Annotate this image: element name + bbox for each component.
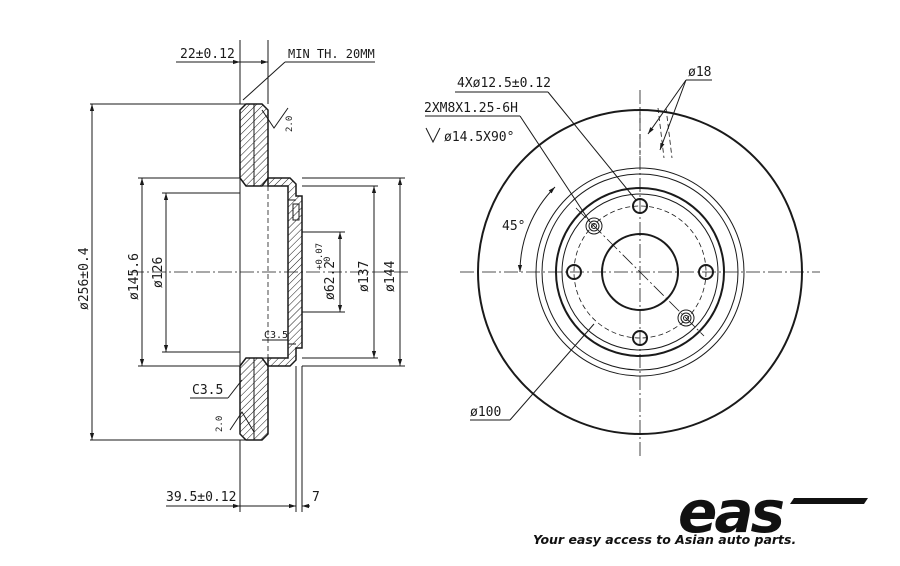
slot-width-label: ø18 [688, 65, 711, 80]
threads-label: 2XM8X1.25-6H [424, 101, 518, 116]
chamfer-inner-label: C3.5 [264, 330, 288, 341]
thread-hole-1 [585, 217, 603, 235]
countersink-symbol [425, 127, 441, 144]
d62-tol-lower: 0 [323, 257, 333, 262]
d144-label: ø144 [383, 261, 398, 292]
side-section-view [89, 40, 410, 512]
angle-arc [517, 186, 556, 273]
surface-mark-top [261, 107, 289, 129]
angle-label: 45° [502, 219, 525, 234]
outer-dia-label: ø256±0.4 [77, 247, 92, 310]
hat-thick-label: 7 [312, 490, 320, 505]
bolt-hole-top [632, 198, 648, 214]
surface-mark-bottom [229, 411, 255, 433]
min-thickness-label: MIN TH. 20MM [288, 47, 375, 61]
d145-label: ø145.6 [127, 253, 142, 300]
center-bore [601, 233, 679, 311]
d137-label: ø137 [357, 261, 372, 292]
chamfer-outer-label: C3.5 [192, 383, 223, 398]
bolt-hole-section [292, 203, 300, 221]
bolt-hole-left [566, 264, 582, 280]
surface-top-label: 2.0 [285, 116, 295, 132]
d62-tol-upper: +0.07 [315, 243, 325, 270]
countersink-label: ø14.5X90° [444, 130, 514, 145]
hat-outer-edge [555, 187, 725, 357]
pcd-label: ø100 [470, 405, 501, 420]
bolt-hole-bottom [632, 330, 648, 346]
brand-tagline: Your easy access to Asian auto parts. [533, 532, 797, 547]
d126-label: ø126 [151, 257, 166, 288]
front-view [425, 79, 820, 456]
pcd-circle [573, 205, 707, 339]
d62-label: ø62.2 [323, 261, 338, 300]
eas-logo-text: eas [678, 488, 783, 538]
hat-height-label: 39.5±0.12 [166, 490, 236, 505]
eas-logo: eas [678, 488, 868, 538]
surface-bottom-label: 2.0 [215, 416, 225, 432]
bolt-holes-label: 4Xø12.5±0.12 [457, 76, 551, 91]
total-thickness-label: 22±0.12 [180, 47, 235, 62]
bolt-hole-right [698, 264, 714, 280]
hat-section [267, 177, 303, 367]
thread-hole-2 [677, 309, 695, 327]
